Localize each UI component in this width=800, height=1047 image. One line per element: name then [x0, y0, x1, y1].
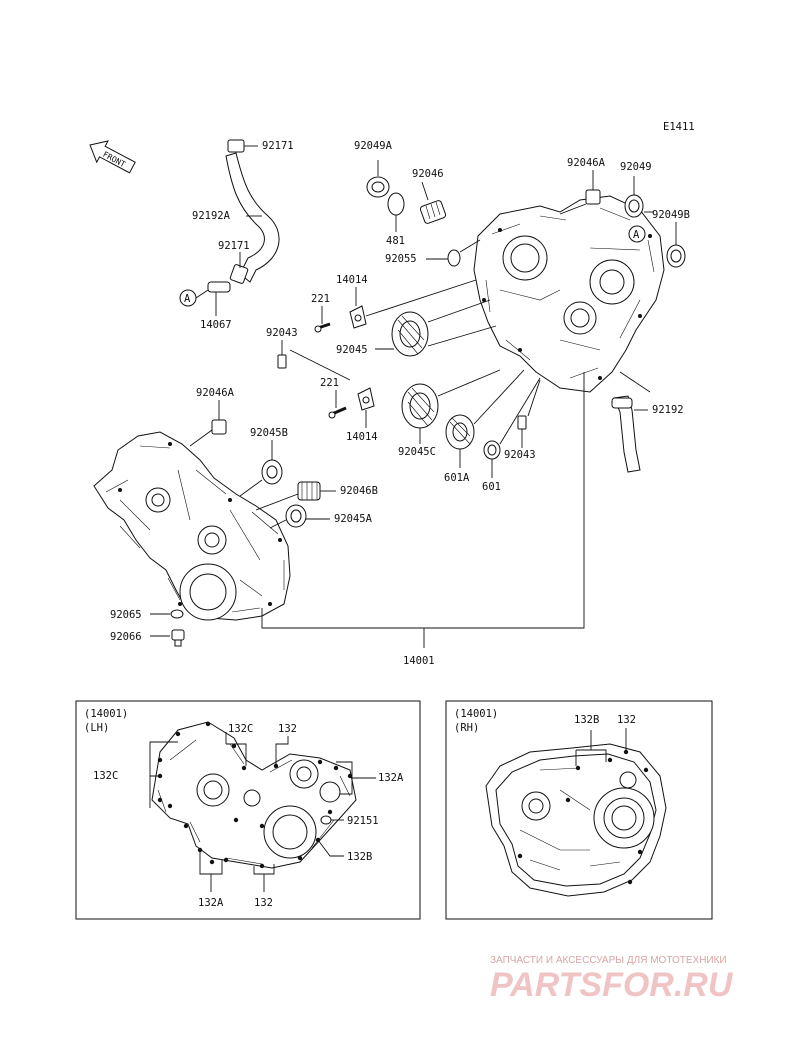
callout-92049: 92049	[620, 161, 652, 173]
ball-bearing-601A	[445, 414, 475, 450]
callout-92049A: 92049A	[354, 140, 393, 152]
inset-rh-header-1: (14001)	[454, 708, 498, 720]
callout-14001: 14001	[403, 655, 435, 667]
oil-seal-92049B	[666, 244, 686, 268]
o-ring-92055	[447, 249, 461, 267]
ball-bearing-92045C	[401, 383, 439, 429]
callout-92049B: 92049B	[652, 209, 690, 221]
inset-lh-frame	[75, 700, 421, 920]
callout-92046A-left: 92046A	[196, 387, 235, 399]
inset-lh-132B: 132B	[347, 851, 372, 863]
oil-seal-92049	[624, 194, 644, 218]
callout-92045B: 92045B	[250, 427, 288, 439]
diagram-code: E1411	[663, 121, 695, 133]
watermark-line1: ЗАПЧАСТИ И АКСЕССУАРЫ ДЛЯ МОТОТЕХНИКИ	[490, 955, 727, 966]
inset-rh-bolts	[517, 749, 649, 885]
clamp-92171-top	[227, 139, 245, 153]
callout-92065: 92065	[110, 609, 142, 621]
callout-92043-left: 92043	[266, 327, 298, 339]
breather-pipe-92192	[611, 395, 641, 473]
inset-lh-132C-left: 132C	[93, 770, 118, 782]
callout-221-bottom: 221	[320, 377, 339, 389]
clamp-92171-mid	[229, 264, 249, 284]
inset-lh-header-1: (14001)	[84, 708, 128, 720]
crankcase-rh	[473, 195, 665, 393]
inset-rh-header-2: (RH)	[454, 722, 479, 734]
ball-bearing-92045	[391, 311, 429, 357]
inset-rh-132B: 132B	[574, 714, 599, 726]
inset-lh-132-bottom: 132	[254, 897, 273, 909]
needle-bearing-92046	[419, 200, 447, 224]
plate-14014-top	[349, 305, 367, 329]
ball-bearing-92045A	[285, 504, 307, 528]
needle-bearing-92046A-top	[585, 189, 601, 205]
callout-92045: 92045	[336, 344, 368, 356]
callout-92043-right: 92043	[504, 449, 536, 461]
callout-92192A: 92192A	[192, 210, 231, 222]
washer-92065	[170, 609, 184, 619]
ball-bearing-92045B	[261, 459, 283, 485]
bracket-14001	[261, 372, 585, 629]
dowel-92043-left	[277, 354, 287, 369]
front-arrow-icon: FRONT	[89, 140, 136, 174]
callout-92045C: 92045C	[398, 446, 436, 458]
callout-601: 601	[482, 481, 501, 493]
oil-seal-92049A	[366, 176, 390, 198]
callout-601A: 601A	[444, 472, 470, 484]
plate-14014-bottom	[357, 387, 375, 411]
dowel-92043-right	[517, 415, 527, 430]
inset-rh-frame	[445, 700, 713, 920]
inset-lh-92151: 92151	[347, 815, 379, 827]
callout-92046-top: 92046	[412, 168, 444, 180]
callout-92046A-top: 92046A	[567, 157, 606, 169]
callout-92066: 92066	[110, 631, 142, 643]
inset-lh-132A-right: 132A	[378, 772, 404, 784]
callout-14014-top: 14014	[336, 274, 368, 286]
bolt-221-top	[314, 322, 331, 333]
inset-lh-132A-bottom: 132A	[198, 897, 224, 909]
oil-seal-601	[483, 440, 501, 460]
ref-a-right	[628, 225, 646, 243]
bolt-221-bottom	[328, 406, 347, 419]
needle-bearing-92046A-left	[211, 419, 227, 435]
needle-bearing-92046B	[297, 481, 321, 501]
callout-92171-mid: 92171	[218, 240, 250, 252]
callout-92171-top: 92171	[262, 140, 294, 152]
crankcase-lh	[93, 431, 291, 621]
callout-a-right: A	[633, 229, 640, 241]
callout-14014-bottom: 14014	[346, 431, 378, 443]
callout-221-top: 221	[311, 293, 330, 305]
inset-lh-crankcase	[151, 721, 357, 869]
drain-plug-92066	[171, 629, 185, 647]
callout-481: 481	[386, 235, 405, 247]
inset-lh-132-top: 132	[278, 723, 297, 735]
callout-92046B: 92046B	[340, 485, 378, 497]
inset-lh-header-2: (LH)	[84, 722, 109, 734]
callout-92055: 92055	[385, 253, 417, 265]
inset-lh-part-92151	[320, 815, 332, 825]
callout-a-left: A	[184, 293, 191, 305]
inset-lh-132C-top: 132C	[228, 723, 253, 735]
callout-92192: 92192	[652, 404, 684, 416]
inset-rh-132: 132	[617, 714, 636, 726]
callout-14067: 14067	[200, 319, 232, 331]
callout-92045A: 92045A	[334, 513, 373, 525]
circlip-481	[387, 192, 405, 216]
breather-hose-92192A	[207, 139, 280, 293]
fitting-14067	[207, 281, 231, 293]
watermark-line2: PARTSFOR.RU	[490, 966, 734, 1004]
inset-rh-crankcase	[485, 743, 667, 897]
